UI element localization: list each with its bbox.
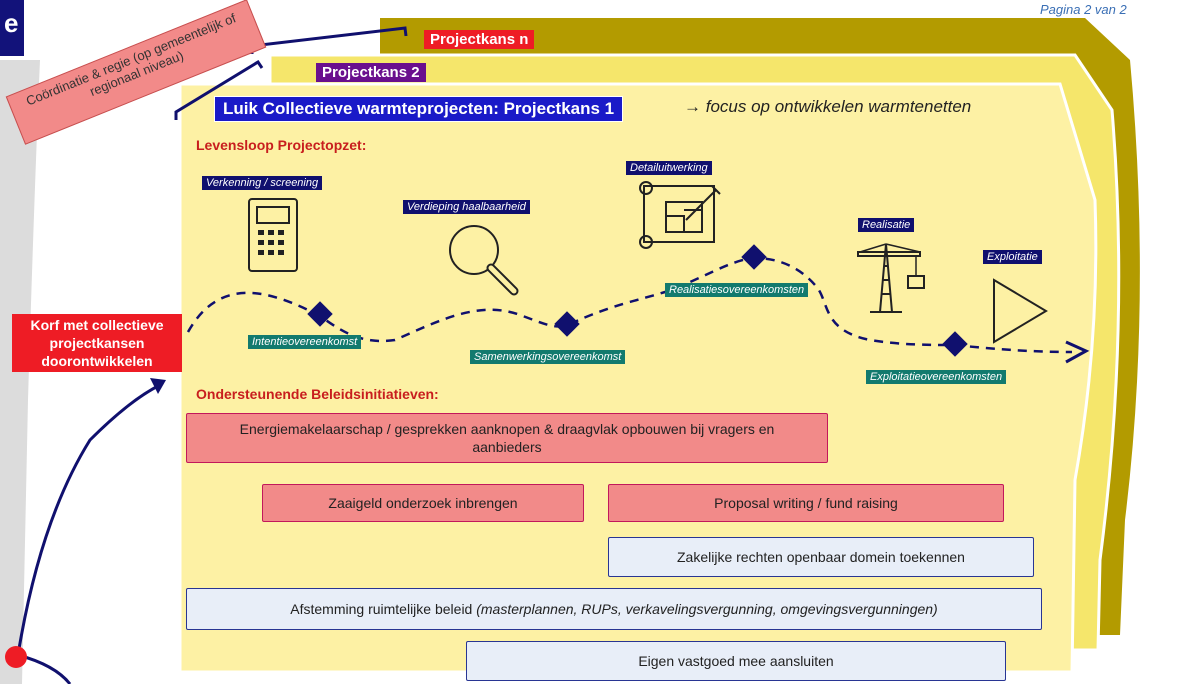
korf-arrow-head [150, 378, 166, 394]
milestone-diamond-2 [554, 311, 580, 337]
initiative-zaaigeld: Zaaigeld onderzoek inbrengen [262, 484, 584, 522]
lifecycle-path [186, 256, 1073, 354]
milestone-diamond-1 [307, 301, 333, 327]
initiative-proposal-text: Proposal writing / fund raising [714, 495, 898, 511]
support-heading: Ondersteunende Beleidsinitiatieven: [196, 386, 439, 402]
project-tag-2: Projectkans 2 [316, 63, 426, 82]
crane-icon [857, 243, 925, 313]
project-tag-n: Projectkans n [424, 30, 535, 49]
stage-exploitatie: Exploitatie [983, 250, 1042, 264]
left-grey-strip [0, 60, 40, 684]
focus-note: → focus op ontwikkelen warmtenetten [684, 97, 972, 116]
agreement-samenwerking: Samenwerkingsovereenkomst [470, 350, 626, 364]
stage-verkenning: Verkenning / screening [202, 176, 323, 190]
blueprint-icon [639, 181, 721, 249]
initiative-vastgoed-text: Eigen vastgoed mee aansluiten [638, 653, 834, 669]
calculator-icon [248, 198, 298, 272]
initiative-zakelijke-text: Zakelijke rechten openbaar domein toeken… [677, 549, 965, 565]
initiative-zakelijke: Zakelijke rechten openbaar domein toeken… [608, 537, 1034, 577]
page-number: Pagina 2 van 2 [1040, 2, 1127, 17]
stage-verdieping: Verdieping haalbaarheid [403, 200, 530, 214]
agreement-exploitatie: Exploitatieovereenkomsten [866, 370, 1007, 384]
start-dot [5, 646, 27, 668]
agreement-realisatie: Realisatiesovereenkomsten [665, 283, 809, 297]
milestone-diamond-3 [741, 244, 767, 270]
lifecycle-heading: Levensloop Projectopzet: [196, 137, 367, 153]
initiative-energiemakelaar-text: Energiemakelaarschap / gesprekken aankno… [239, 421, 775, 455]
initiative-energiemakelaar: Energiemakelaarschap / gesprekken aankno… [186, 413, 828, 463]
page-title: Luik Collectieve warmteprojecten: Projec… [214, 96, 624, 122]
header-block [0, 0, 24, 56]
bracket-left [174, 59, 264, 120]
magnifier-icon [449, 225, 519, 296]
initiative-afstemming-main: Afstemming ruimtelijke beleid [290, 601, 477, 617]
header-letter: e [4, 8, 19, 38]
initiative-zaaigeld-text: Zaaigeld onderzoek inbrengen [328, 495, 518, 511]
milestone-diamond-4 [942, 331, 968, 357]
lifecycle-arrowhead [1065, 340, 1090, 364]
initiative-vastgoed: Eigen vastgoed mee aansluiten [466, 641, 1006, 681]
initiative-afstemming: Afstemming ruimtelijke beleid (masterpla… [186, 588, 1042, 630]
play-triangle-icon [993, 278, 1048, 344]
stage-detail: Detailuitwerking [626, 161, 712, 175]
initiative-proposal: Proposal writing / fund raising [608, 484, 1004, 522]
agreement-intentie: Intentieovereenkomst [248, 335, 362, 349]
korf-label: Korf met collectieve projectkansen dooro… [12, 314, 182, 372]
korf-arrow-line [16, 383, 161, 656]
initiative-afstemming-detail: (masterplannen, RUPs, verkavelingsvergun… [476, 601, 938, 617]
stage-realisatie: Realisatie [858, 218, 915, 232]
